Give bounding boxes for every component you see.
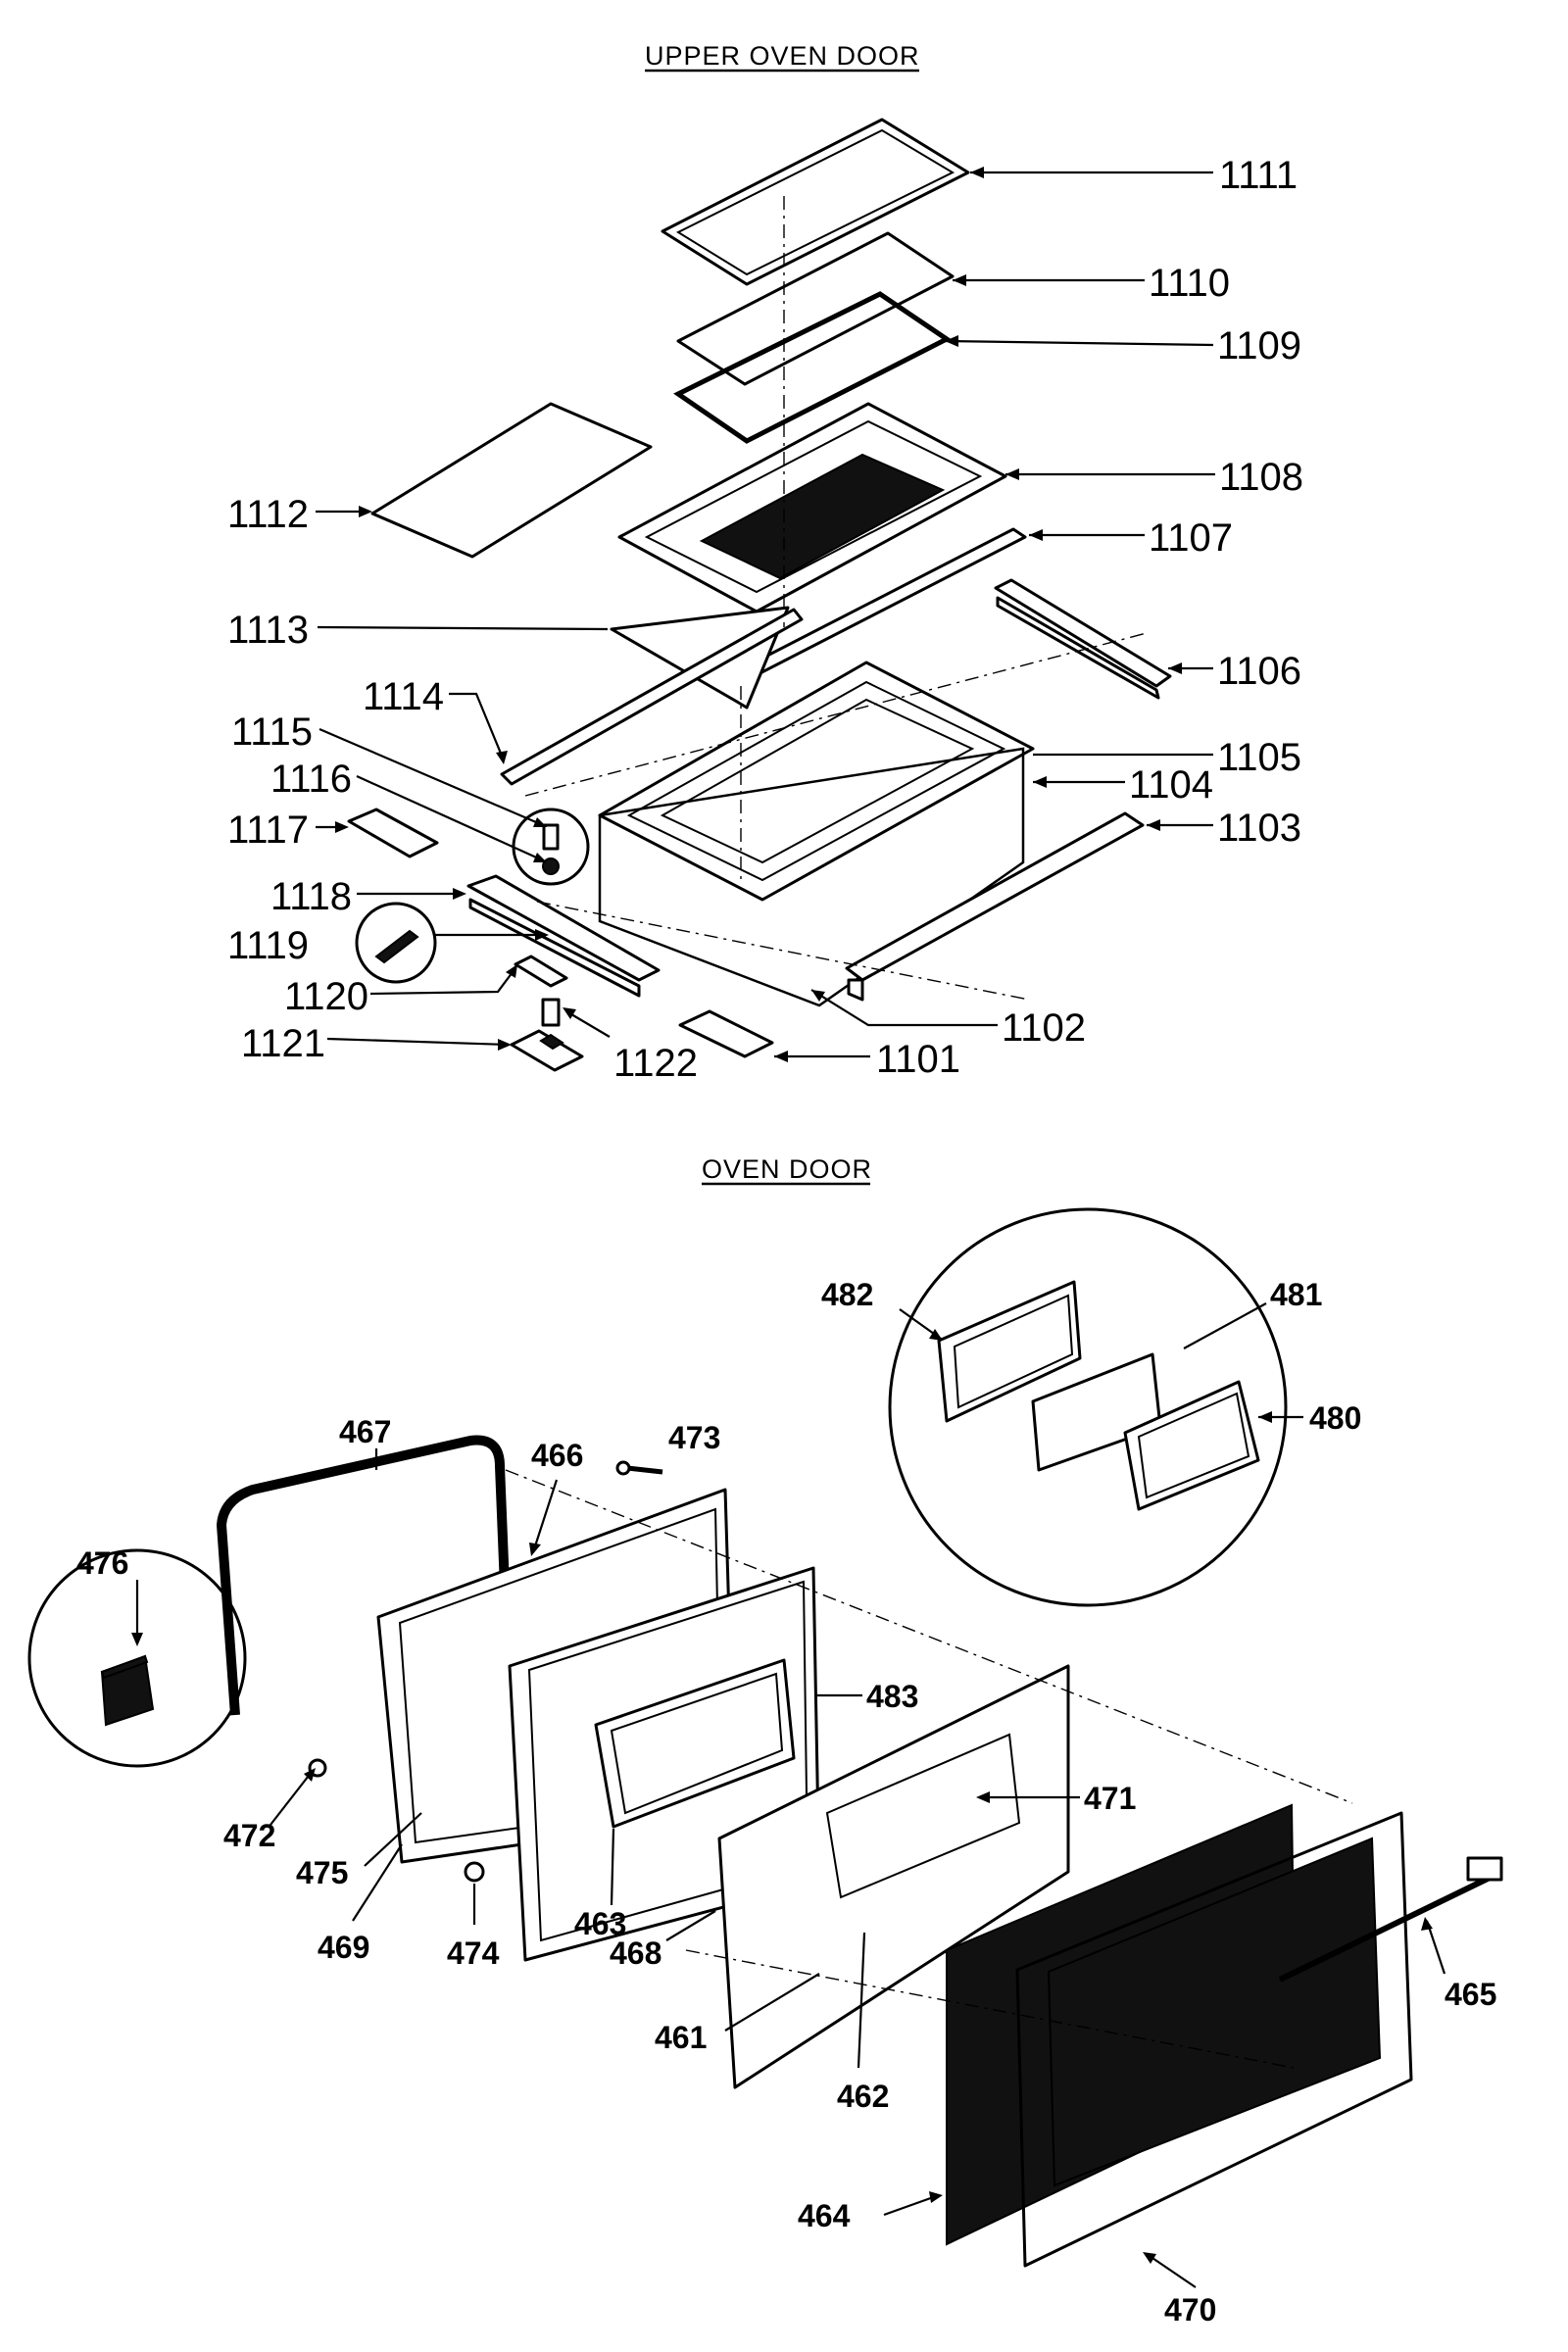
label-1101: 1101 (876, 1038, 960, 1081)
label-476: 476 (76, 1545, 128, 1581)
label-1103: 1103 (1217, 807, 1301, 850)
label-1116: 1116 (270, 758, 352, 801)
part-474-washer (464, 1861, 485, 1883)
upper-oven-door-assembly (347, 118, 1172, 1072)
label-480: 480 (1309, 1400, 1361, 1436)
label-470: 470 (1164, 2292, 1216, 2328)
label-469: 469 (318, 1930, 369, 1965)
label-462: 462 (837, 2079, 889, 2114)
label-1107: 1107 (1149, 516, 1233, 560)
part-1109-seal (673, 291, 952, 444)
oven-leader-lines (131, 1302, 1446, 2288)
part-463-frame (594, 1658, 796, 1829)
label-473: 473 (668, 1420, 720, 1455)
part-1117-slide (347, 808, 439, 858)
part-1121-base (510, 1029, 584, 1072)
label-463: 463 (574, 1906, 626, 1941)
label-1106: 1106 (1217, 650, 1301, 693)
part-1120-clip (514, 955, 568, 988)
label-474: 474 (447, 1936, 500, 1971)
label-1115: 1115 (231, 710, 313, 754)
label-1122: 1122 (613, 1042, 698, 1085)
part-1103-channel (845, 811, 1145, 982)
label-1114: 1114 (363, 675, 444, 718)
upper-labels: 1111 1110 1109 1108 1107 1106 1105 1104 … (227, 154, 1303, 1085)
label-481: 481 (1270, 1277, 1322, 1312)
part-473-screw (626, 1465, 663, 1475)
part-1114-channel (500, 608, 804, 786)
oven-door-assembly (27, 1207, 1503, 2268)
part-1118-bar (466, 874, 661, 982)
part-1112-glass (370, 402, 653, 559)
label-472: 472 (223, 1818, 275, 1853)
label-1104: 1104 (1129, 763, 1213, 807)
label-1109: 1109 (1217, 324, 1301, 368)
label-475: 475 (296, 1855, 348, 1890)
label-1112: 1112 (227, 493, 309, 536)
part-1122-latch (541, 998, 561, 1027)
part-1101-slide (678, 1009, 774, 1058)
label-1119: 1119 (227, 924, 309, 967)
label-461: 461 (655, 2020, 707, 2055)
oven-labels: 482 481 480 467 466 473 476 483 471 472 … (76, 1277, 1496, 2328)
oven-door-title: OVEN DOOR (702, 1154, 872, 1184)
label-464: 464 (798, 2198, 851, 2233)
label-471: 471 (1084, 1781, 1136, 1816)
label-482: 482 (821, 1277, 873, 1312)
upper-oven-door-title: UPPER OVEN DOOR (645, 41, 920, 71)
part-480-frame (1123, 1380, 1260, 1511)
label-483: 483 (866, 1679, 918, 1714)
part-1113-strip (610, 606, 790, 710)
label-466: 466 (531, 1438, 583, 1473)
part-467-gasket (217, 1435, 511, 1716)
part-1111-frame (661, 118, 970, 286)
label-1120: 1120 (284, 975, 368, 1018)
part-1106-bracket (994, 578, 1172, 688)
label-1102: 1102 (1002, 1006, 1086, 1050)
label-1108: 1108 (1219, 456, 1303, 499)
label-1121: 1121 (241, 1022, 325, 1065)
label-1105: 1105 (1217, 736, 1301, 779)
label-1111: 1111 (1219, 154, 1298, 197)
label-467: 467 (339, 1414, 391, 1449)
part-1108-screen (699, 453, 946, 580)
label-468: 468 (610, 1936, 662, 1971)
label-465: 465 (1445, 1977, 1496, 2012)
upper-leader-lines (316, 167, 1215, 1062)
label-1110: 1110 (1149, 262, 1230, 305)
label-1118: 1118 (270, 875, 352, 918)
label-1117: 1117 (227, 808, 309, 852)
part-482-frame (937, 1280, 1082, 1423)
label-1113: 1113 (227, 609, 309, 652)
part-465-rod (1278, 1875, 1492, 1983)
part-470-frame (1015, 1811, 1413, 2268)
